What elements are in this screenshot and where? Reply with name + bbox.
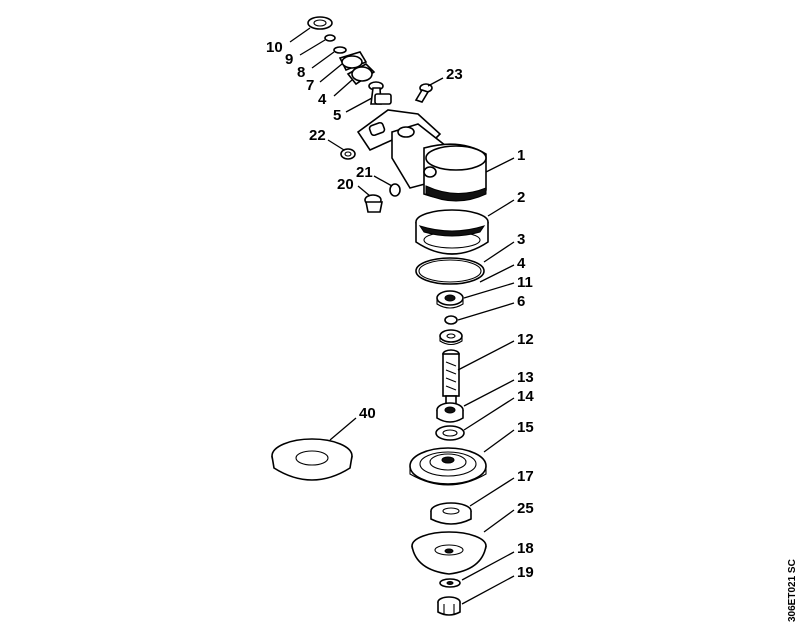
callout-25: 25 <box>517 500 534 517</box>
part-21-ring <box>389 183 401 197</box>
part-10-washer <box>307 16 333 30</box>
part-3-o-ring <box>415 257 485 285</box>
callout-21: 21 <box>356 164 373 181</box>
part-6-nut <box>439 329 463 346</box>
part-11-ball-bearing <box>436 290 464 309</box>
callout-2: 2 <box>517 189 525 206</box>
part-14-ring <box>435 425 465 441</box>
part-12-gear-shaft <box>442 349 460 405</box>
part-8-washer <box>333 46 347 54</box>
part-18-washer <box>439 578 461 588</box>
callout-14: 14 <box>517 388 534 405</box>
callout-11: 11 <box>517 274 533 291</box>
callout-9: 9 <box>285 51 293 68</box>
callout-40: 40 <box>359 405 376 422</box>
leader-lines <box>289 27 515 605</box>
callout-3: 3 <box>517 231 525 248</box>
callout-1: 1 <box>517 147 525 164</box>
part-17-bushing <box>430 502 472 525</box>
callout-7: 7 <box>306 77 314 94</box>
callout-12: 12 <box>517 331 534 348</box>
part-5-bolt <box>368 81 392 105</box>
part-13-bearing <box>436 402 464 423</box>
callout-22: 22 <box>309 127 326 144</box>
callout-23: 23 <box>446 66 463 83</box>
part-20-plug <box>364 194 383 213</box>
callout-15: 15 <box>517 419 534 436</box>
callout-6: 6 <box>517 293 525 310</box>
part-4-washer-lower <box>444 315 458 325</box>
part-22-nut <box>340 148 356 160</box>
drawing-code: 306ET021 SC <box>787 559 798 622</box>
callout-4-lower: 4 <box>517 255 526 272</box>
callout-10: 10 <box>266 39 283 56</box>
part-15-thrust-plate <box>409 447 487 486</box>
callout-5: 5 <box>333 107 341 124</box>
part-23-screw <box>414 83 433 103</box>
part-25-thrust-cup <box>411 531 487 575</box>
part-9-small-ring <box>324 34 336 42</box>
callout-20: 20 <box>337 176 354 193</box>
part-2-deflector-ring <box>415 209 489 255</box>
callout-17: 17 <box>517 468 534 485</box>
callout-4-upper: 4 <box>318 91 327 108</box>
callout-13: 13 <box>517 369 534 386</box>
part-1-gear-housing <box>356 109 487 202</box>
part-4-bushing-upper <box>346 63 376 86</box>
part-40-disc-plate <box>271 438 353 481</box>
part-7-bushing <box>338 51 368 72</box>
callout-8: 8 <box>297 64 305 81</box>
callout-19: 19 <box>517 564 534 581</box>
callout-18: 18 <box>517 540 534 557</box>
callout-labels: 10 9 8 7 4 5 23 22 21 20 1 2 3 4 11 6 12… <box>266 39 534 581</box>
part-19-nut <box>437 596 461 616</box>
